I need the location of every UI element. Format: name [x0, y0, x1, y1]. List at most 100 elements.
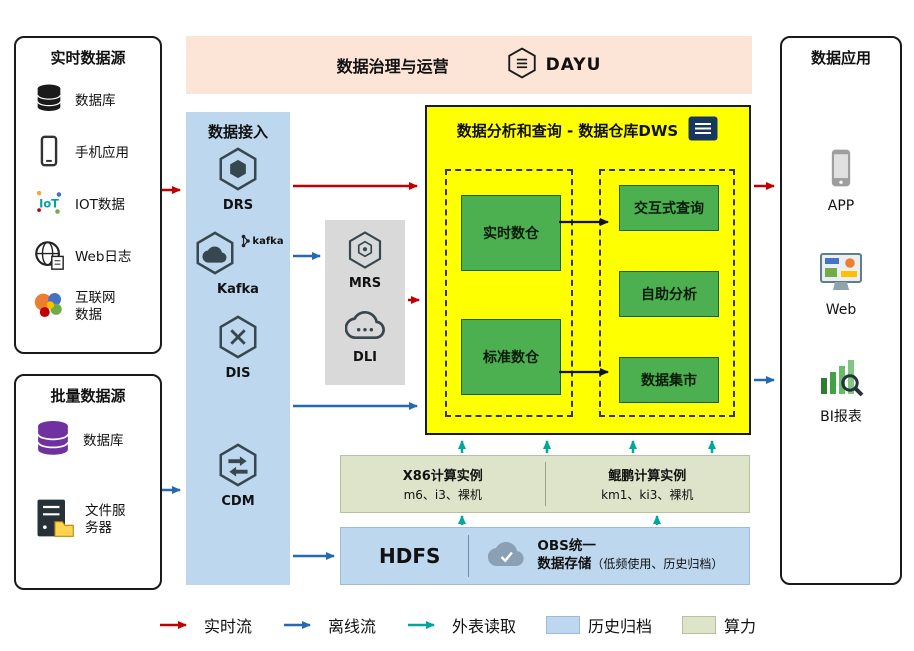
- service-cdm: CDM: [186, 442, 290, 509]
- teal-arrow-icon: [407, 621, 435, 629]
- governance-banner: 数据治理与运营 DAYU: [186, 36, 752, 94]
- applications-title: 数据应用: [810, 49, 871, 67]
- batch-sources-panel: 批量数据源 数据库 文件服务器: [14, 374, 162, 590]
- obs-cloud-icon: [485, 536, 527, 576]
- compute-x86: X86计算实例 m6、i3、裸机: [341, 456, 545, 512]
- legend-label: 外表读取: [451, 617, 516, 636]
- legend-item-offline-flow: 离线流: [282, 613, 376, 637]
- obs-note: （低频使用、历史归档）: [591, 557, 724, 571]
- app-item-web: Web: [782, 250, 900, 318]
- obs-title-line1: OBS统一: [537, 538, 596, 555]
- realtime-sources-title: 实时数据源: [50, 49, 126, 67]
- service-dis: DIS: [186, 314, 290, 381]
- dws-title: 数据分析和查询 - 数据仓库DWS: [456, 122, 679, 140]
- service-label: CDM: [221, 494, 255, 509]
- file-server-icon: [32, 496, 76, 544]
- database-purple-icon: [32, 418, 74, 464]
- legend-label: 历史归档: [588, 617, 653, 636]
- iot-icon: IoT: [32, 186, 66, 224]
- source-item-internet-data: 互联网数据: [32, 288, 154, 326]
- source-item-label: 互联网数据: [75, 290, 116, 323]
- module-realtime-warehouse: 实时数仓: [461, 195, 561, 271]
- governance-title: 数据治理与运营: [336, 57, 449, 76]
- source-item-web-log: Web日志: [32, 238, 154, 276]
- hdfs-label: HDFS: [379, 544, 441, 568]
- source-item-label: 文件服务器: [85, 503, 126, 536]
- dayu-hexagon-icon: [505, 46, 539, 84]
- web-monitor-icon: [817, 250, 865, 298]
- dws-warehouse-group: 实时数仓 标准数仓: [445, 169, 573, 417]
- app-item-label: Web: [825, 302, 857, 318]
- dli-cloud-icon: [344, 306, 385, 348]
- red-arrow-icon: [159, 621, 187, 629]
- ingestion-title: 数据接入: [207, 123, 268, 141]
- ingestion-panel: 数据接入 DRS kafka Kafka DIS: [186, 112, 290, 585]
- source-item-database: 数据库: [32, 82, 154, 120]
- module-self-service-analysis: 自助分析: [619, 271, 719, 317]
- module-interactive-query: 交互式查询: [619, 185, 719, 231]
- compute-power-swatch: [682, 616, 717, 634]
- compute-x86-title: X86计算实例: [402, 469, 483, 484]
- service-dli: DLI: [325, 306, 405, 365]
- dws-panel: 数据分析和查询 - 数据仓库DWS 实时数仓 标准数仓 交互式查询 自助分析 数…: [425, 105, 751, 435]
- source-item-label: 手机应用: [75, 144, 129, 161]
- source-item-label: 数据库: [75, 92, 116, 109]
- app-item-app: APP: [782, 146, 900, 214]
- dws-analytics-group: 交互式查询 自助分析 数据集市: [599, 169, 735, 417]
- drs-icon: [215, 146, 261, 196]
- service-mrs: MRS: [325, 230, 405, 291]
- obs-title-line2: 数据存储: [537, 556, 592, 572]
- legend-label: 算力: [724, 617, 757, 636]
- phone-icon: [32, 134, 66, 172]
- source-item-label: 数据库: [83, 432, 124, 449]
- app-item-label: APP: [827, 198, 855, 214]
- bi-report-icon: [817, 354, 865, 402]
- mrs-icon: [345, 230, 385, 274]
- module-data-mart: 数据集市: [619, 357, 719, 403]
- service-label: DLI: [353, 350, 377, 365]
- legend-item-compute-power: 算力: [682, 613, 756, 637]
- source-item-iot: IoT IOT数据: [32, 186, 154, 224]
- legend-label: 实时流: [203, 617, 252, 636]
- compute-x86-models: m6、i3、裸机: [403, 488, 482, 502]
- module-standard-warehouse: 标准数仓: [461, 319, 561, 395]
- processing-panel: MRS DLI: [325, 220, 405, 385]
- dayu-logo-text: DAYU: [545, 55, 602, 75]
- report-icon: [687, 115, 719, 146]
- divider: [468, 535, 470, 577]
- batch-sources-title: 批量数据源: [50, 387, 126, 405]
- legend-item-history-archive: 历史归档: [546, 613, 652, 637]
- divider: [544, 462, 546, 506]
- source-item-label: IOT数据: [75, 196, 125, 213]
- legend: 实时流 离线流 外表读取 历史归档 算力: [0, 613, 914, 637]
- kafka-icon: [192, 230, 238, 280]
- service-label: MRS: [348, 276, 382, 291]
- source-item-file-server: 文件服务器: [32, 496, 154, 544]
- dis-icon: [215, 314, 261, 364]
- app-phone-icon: [819, 146, 863, 194]
- compute-kunpeng: 鲲鹏计算实例 km1、ki3、裸机: [546, 456, 750, 512]
- kafka-logo-text: kafka: [252, 235, 284, 247]
- internet-data-icon: [32, 288, 66, 326]
- cdm-icon: [215, 442, 261, 492]
- compute-panel: X86计算实例 m6、i3、裸机 鲲鹏计算实例 km1、ki3、裸机: [340, 455, 750, 513]
- source-item-batch-database: 数据库: [32, 418, 154, 464]
- history-archive-swatch: [546, 616, 580, 634]
- legend-label: 离线流: [327, 617, 376, 636]
- svg-text:IoT: IoT: [39, 196, 59, 210]
- database-icon: [32, 82, 66, 120]
- storage-panel: HDFS OBS统一 数据存储（低频使用、历史归档）: [340, 527, 750, 585]
- legend-item-realtime-flow: 实时流: [158, 613, 252, 637]
- compute-kunpeng-title: 鲲鹏计算实例: [608, 469, 687, 484]
- app-item-bi-report: BI报表: [782, 354, 900, 426]
- kafka-logo: kafka: [241, 234, 284, 248]
- service-kafka: kafka Kafka: [186, 230, 290, 297]
- app-item-label: BI报表: [820, 409, 862, 425]
- service-label: Kafka: [217, 282, 259, 297]
- service-label: DRS: [222, 198, 254, 213]
- blue-arrow-icon: [283, 621, 311, 629]
- legend-item-external-read: 外表读取: [406, 613, 516, 637]
- applications-panel: 数据应用 APP Web BI报表: [780, 36, 902, 585]
- web-globe-icon: [32, 238, 66, 276]
